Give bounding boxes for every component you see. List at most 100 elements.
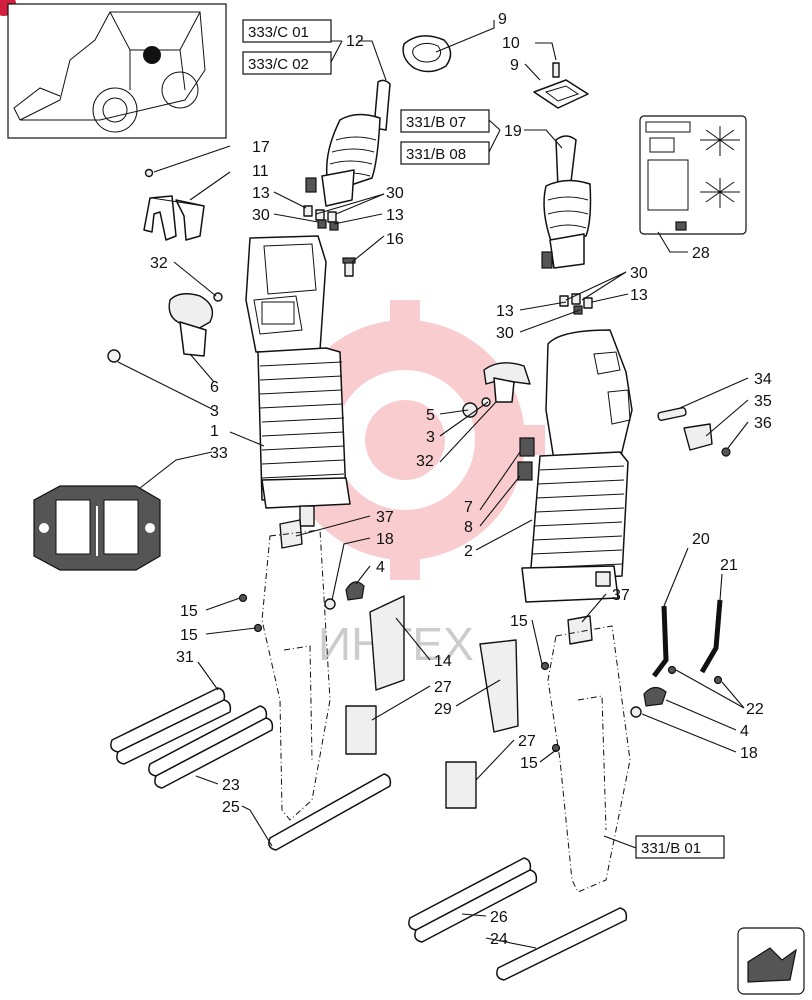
pad-27-right [445, 761, 477, 809]
callout-15c: 15 [510, 613, 528, 630]
reference-boxes: 333/C 01 333/C 02 331/B 07 331/B 08 331/… [242, 19, 725, 859]
ref-box-331b01 [635, 835, 725, 859]
callout-37b: 37 [612, 587, 630, 604]
callout-18a: 18 [376, 531, 394, 548]
warning-decal [639, 115, 747, 235]
callout-29: 29 [434, 701, 452, 718]
callout-27b: 27 [518, 733, 536, 750]
switch-8 [517, 461, 533, 481]
clip-37-right [567, 615, 593, 645]
callout-4b: 4 [740, 723, 749, 740]
ref-box-331b07 [400, 109, 490, 133]
callout-13b: 13 [386, 207, 404, 224]
callout-20: 20 [692, 531, 710, 548]
callout-9b: 9 [510, 57, 519, 74]
left-joystick [305, 79, 391, 207]
callout-13a: 13 [252, 185, 270, 202]
callout-25: 25 [222, 799, 240, 816]
washer-18-right [630, 706, 642, 718]
callout-6: 6 [210, 379, 219, 396]
pin-34 [657, 407, 687, 421]
left-frame-column [261, 529, 331, 821]
left-armrest [107, 292, 223, 363]
callout-15d: 15 [520, 755, 538, 772]
gasket-upper [402, 35, 452, 73]
screw-22-b [713, 675, 723, 685]
callout-21: 21 [720, 557, 738, 574]
callout-17: 17 [252, 139, 270, 156]
small-clips-left [303, 205, 339, 231]
right-frame-column [547, 625, 631, 893]
screw-15-d [551, 743, 561, 753]
callout-14: 14 [434, 653, 452, 670]
callout-18b: 18 [740, 745, 758, 762]
leader-lines [117, 20, 749, 949]
callout-3b: 3 [426, 429, 435, 446]
svg-text:333/C 01: 333/C 01 [248, 24, 309, 41]
callout-26: 26 [490, 909, 508, 926]
right-joystick [541, 135, 592, 269]
callout-36: 36 [754, 415, 772, 432]
panel-14 [369, 595, 405, 691]
ref-box-331b08 [400, 141, 490, 165]
left-bracket [143, 195, 205, 241]
callout-37a: 37 [376, 509, 394, 526]
screw-15-c [540, 661, 550, 671]
callout-13d: 13 [496, 303, 514, 320]
callout-3a: 3 [210, 403, 219, 420]
right-armrest [462, 362, 531, 418]
callout-32a: 32 [150, 255, 168, 272]
callout-22: 22 [746, 701, 764, 718]
callout-5: 5 [426, 407, 435, 424]
svg-text:331/B 01: 331/B 01 [641, 840, 701, 857]
callout-28: 28 [692, 245, 710, 262]
seal-strips [110, 687, 628, 981]
callout-30b: 30 [252, 207, 270, 224]
callout-8: 8 [464, 519, 473, 536]
right-console [521, 329, 633, 603]
callout-32b: 32 [416, 453, 434, 470]
svg-text:331/B 07: 331/B 07 [406, 114, 466, 131]
callout-30d: 30 [496, 325, 514, 342]
next-page-button[interactable] [737, 927, 805, 995]
screw-16 [342, 257, 356, 277]
callout-34: 34 [754, 371, 772, 388]
rod-20 [652, 605, 669, 678]
gasket-33 [33, 485, 161, 571]
callout-4a: 4 [376, 559, 385, 576]
panel-29 [479, 639, 519, 733]
callout-16: 16 [386, 231, 404, 248]
screw-17 [144, 168, 154, 178]
pad-27-left [345, 705, 377, 755]
callout-11: 11 [252, 163, 269, 180]
nut-36 [721, 447, 731, 457]
ref-box-333c02 [242, 51, 332, 75]
callout-15b: 15 [180, 627, 198, 644]
mount-4-right [643, 686, 667, 707]
machine-inset [7, 3, 227, 139]
callout-33: 33 [210, 445, 228, 462]
plate-35 [683, 423, 713, 451]
callout-15a: 15 [180, 603, 198, 620]
left-console [245, 235, 351, 527]
washer-18-left [324, 598, 336, 610]
switch-7 [519, 437, 535, 457]
callout-2: 2 [464, 543, 473, 560]
callout-31: 31 [176, 649, 194, 666]
callout-35: 35 [754, 393, 772, 410]
callout-24: 24 [490, 931, 508, 948]
rod-21 [699, 599, 723, 674]
callout-7: 7 [464, 499, 473, 516]
callout-10: 10 [502, 35, 520, 52]
callout-numbers: 9 10 9 12 19 17 11 13 30 30 13 16 28 30 … [150, 11, 772, 948]
callout-30a: 30 [386, 185, 404, 202]
callout-27a: 27 [434, 679, 452, 696]
callout-9: 9 [498, 11, 507, 28]
small-clips-right [559, 293, 593, 315]
ref-box-333c01 [242, 19, 332, 43]
callout-19: 19 [504, 123, 522, 140]
svg-text:333/C 02: 333/C 02 [248, 56, 309, 73]
callout-23: 23 [222, 777, 240, 794]
callout-1: 1 [210, 423, 219, 440]
